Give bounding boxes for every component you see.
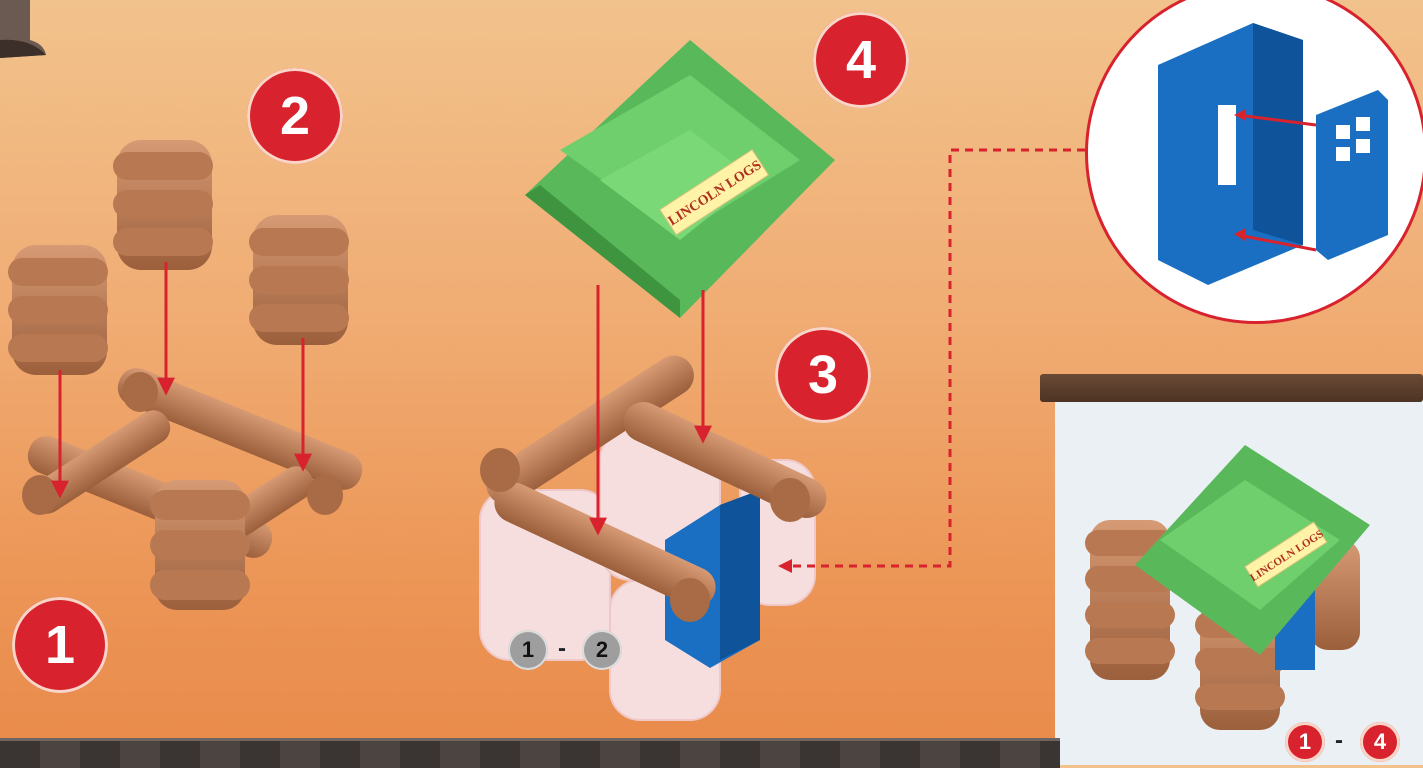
step4-roof: [525, 40, 835, 318]
step-4-number: 4: [846, 29, 876, 91]
final-to-badge: 4: [1360, 722, 1400, 762]
step-4-badge: 4: [813, 12, 909, 108]
final-to-number: 4: [1374, 729, 1386, 755]
shoe-fragment: [0, 0, 46, 58]
progress-separator: -: [558, 635, 566, 663]
step-1-number: 1: [45, 614, 75, 676]
progress-from-badge: 1: [508, 630, 548, 670]
final-from-number: 1: [1299, 729, 1311, 755]
final-separator: -: [1335, 727, 1343, 755]
progress-to-number: 2: [596, 637, 608, 663]
progress-to-badge: 2: [582, 630, 622, 670]
final-from-badge: 1: [1285, 722, 1325, 762]
panel-hanging-rod: [1040, 374, 1423, 402]
step1-corner-stack: [150, 480, 250, 610]
door-detail-art: [1088, 0, 1423, 321]
step-3-badge: 3: [775, 327, 871, 423]
step2-log-stack-right: [249, 215, 349, 345]
progress-from-number: 1: [522, 637, 534, 663]
step-2-badge: 2: [247, 68, 343, 164]
step-1-badge: 1: [12, 597, 108, 693]
step-2-number: 2: [280, 85, 310, 147]
door-detail-zoom: [1085, 0, 1423, 324]
step2-log-stack-left: [8, 245, 108, 375]
step-3-number: 3: [808, 344, 838, 406]
step2-log-stack-center: [113, 140, 213, 270]
